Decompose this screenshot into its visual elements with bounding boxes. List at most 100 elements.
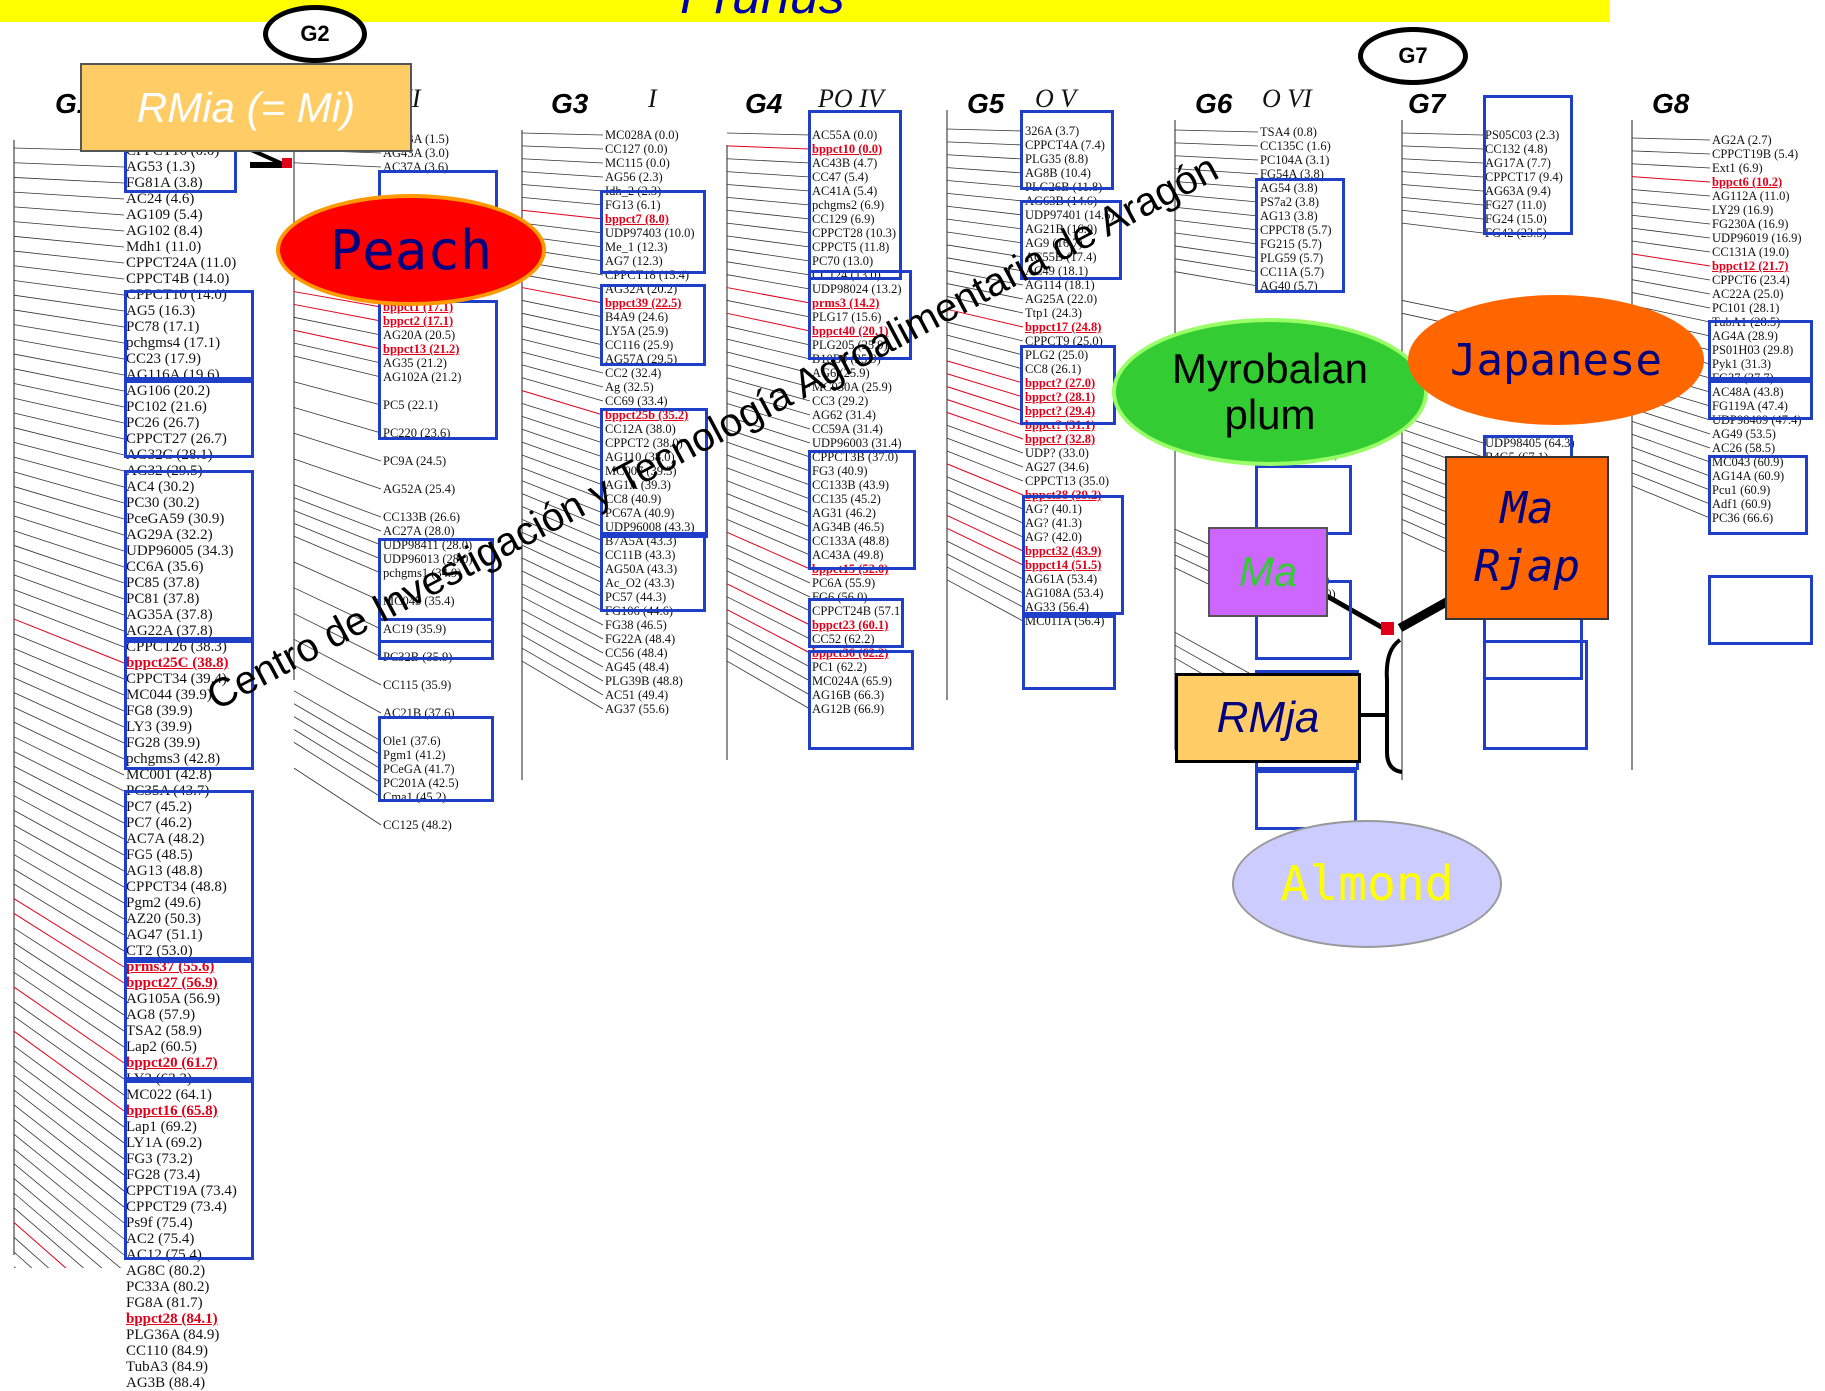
linkage-title-vi: O VI	[1262, 84, 1312, 113]
marker-connector	[521, 480, 604, 514]
marker-connector	[521, 647, 604, 696]
highlight-box	[1483, 95, 1573, 235]
marker-label: TSA2 (58.9)	[126, 1023, 202, 1039]
circled-g2: G2	[263, 5, 367, 63]
marker-connector	[521, 390, 604, 416]
marker-label: Mdh1 (11.0)	[126, 239, 202, 255]
marker-connector	[946, 283, 1024, 300]
marker-label: AG110 (38.0)	[605, 450, 675, 464]
marker-connector	[13, 692, 125, 744]
marker-label: UDP96005 (34.3)	[126, 543, 234, 559]
marker-connector	[13, 780, 125, 840]
marker-label: AG? (42.0)	[1025, 530, 1082, 544]
marker-label: AC49 (18.1)	[1025, 264, 1089, 278]
marker-label: MC043 (60.9)	[1712, 455, 1784, 469]
marker-label: AG49 (53.5)	[1712, 427, 1776, 441]
marker-connector	[13, 1148, 125, 1240]
marker-connector	[293, 561, 382, 602]
marker-connector	[521, 377, 604, 402]
marker-connector	[13, 559, 125, 600]
marker-connector	[13, 824, 125, 888]
marker-connector	[726, 235, 811, 248]
marker-label: Pgm2 (49.6)	[126, 895, 201, 911]
marker-connector	[946, 450, 1024, 482]
marker-connector	[946, 321, 1024, 342]
marker-connector	[293, 497, 382, 532]
marker-label: CPPCT29 (73.4)	[126, 1199, 227, 1215]
highlight-box	[600, 408, 708, 538]
highlight-box	[124, 790, 254, 960]
marker-connector	[521, 364, 604, 388]
marker-label: AG25A (22.0)	[1025, 292, 1098, 306]
marker-connector	[946, 244, 1024, 258]
marker-label: bppct20 (61.7)	[126, 1055, 218, 1071]
highlight-box	[808, 450, 916, 570]
marker-connector	[1631, 459, 1711, 491]
marker-label: Lap1 (69.2)	[126, 1119, 197, 1135]
marker-connector	[1631, 472, 1711, 505]
marker-label: AG108A (53.4)	[1025, 586, 1104, 600]
marker-label: CPPCT34 (39.4)	[126, 671, 227, 687]
marker-connector	[946, 411, 1024, 440]
marker-connector	[946, 128, 1024, 132]
marker-label: AG6 (25.9)	[812, 366, 870, 380]
marker-connector	[13, 648, 125, 696]
marker-connector	[13, 942, 125, 1016]
marker-label: CC56 (48.4)	[605, 646, 668, 660]
marker-label	[383, 804, 473, 818]
marker-connector	[13, 677, 125, 728]
marker-connector	[726, 287, 811, 304]
marker-label: AG21B (16.0)	[1025, 222, 1098, 236]
marker-label: CC132 (4.8)	[1485, 142, 1548, 156]
linkage-title-iv: PO IV	[818, 84, 884, 113]
marker-connector	[293, 432, 382, 462]
marker-connector	[726, 480, 811, 514]
marker-label: PC7 (46.2)	[126, 815, 192, 831]
marker-connector	[946, 489, 1024, 524]
highlight-box	[378, 716, 494, 802]
marker-connector	[521, 300, 604, 318]
marker-label: pchgms2 (6.9)	[812, 198, 885, 212]
marker-label: AG61A (53.4)	[1025, 572, 1098, 586]
marker-connector	[726, 171, 811, 178]
marker-connector	[13, 1001, 125, 1080]
marker-connector	[1631, 227, 1711, 239]
marker-connector	[293, 291, 382, 308]
marker-connector	[13, 971, 125, 1048]
marker-connector	[1401, 145, 1484, 150]
marker-connector	[13, 927, 125, 1000]
marker-connector	[13, 1075, 125, 1160]
marker-connector	[13, 427, 125, 456]
marker-label: AG63A (9.4)	[1485, 184, 1551, 198]
marker-connector	[521, 583, 604, 626]
marker-label	[383, 440, 473, 454]
marker-label: Ttp1 (24.3)	[1025, 306, 1082, 320]
marker-label: AG1A (39.3)	[605, 478, 671, 492]
marker-connector	[521, 403, 604, 430]
marker-label: AG50A (43.3)	[605, 562, 678, 576]
marker-connector	[293, 729, 382, 784]
marker-connector	[13, 1236, 50, 1268]
marker-connector	[13, 795, 125, 856]
marker-connector	[726, 300, 811, 318]
marker-connector	[946, 579, 1024, 622]
marker-label: PLG59 (5.7)	[1260, 251, 1324, 265]
marker-label	[383, 692, 473, 706]
marker-label: PC101 (28.1)	[1712, 301, 1780, 315]
marker-label: bppct25b (35.2)	[605, 408, 689, 422]
marker-connector	[946, 463, 1024, 496]
marker-label: Pyk1 (31.3)	[1712, 357, 1772, 371]
marker-label: FG215 (5.7)	[1260, 237, 1322, 251]
marker-label: AG16B (66.3)	[812, 688, 885, 702]
marker-label: CPPCT19A (73.4)	[126, 1183, 237, 1199]
myrobalan-text: Myrobalan plum	[1171, 345, 1369, 438]
marker-connector	[521, 634, 604, 682]
marker-label: AG8B (10.4)	[1025, 166, 1091, 180]
marker-connector	[293, 587, 382, 630]
marker-label: CC127 (0.0)	[605, 142, 668, 156]
marker-connector	[293, 329, 382, 350]
marker-label: AG8 (57.9)	[126, 1007, 196, 1023]
marker-connector	[13, 456, 125, 488]
marker-connector	[946, 514, 1024, 552]
marker-label: bppct14 (51.5)	[1025, 558, 1102, 572]
